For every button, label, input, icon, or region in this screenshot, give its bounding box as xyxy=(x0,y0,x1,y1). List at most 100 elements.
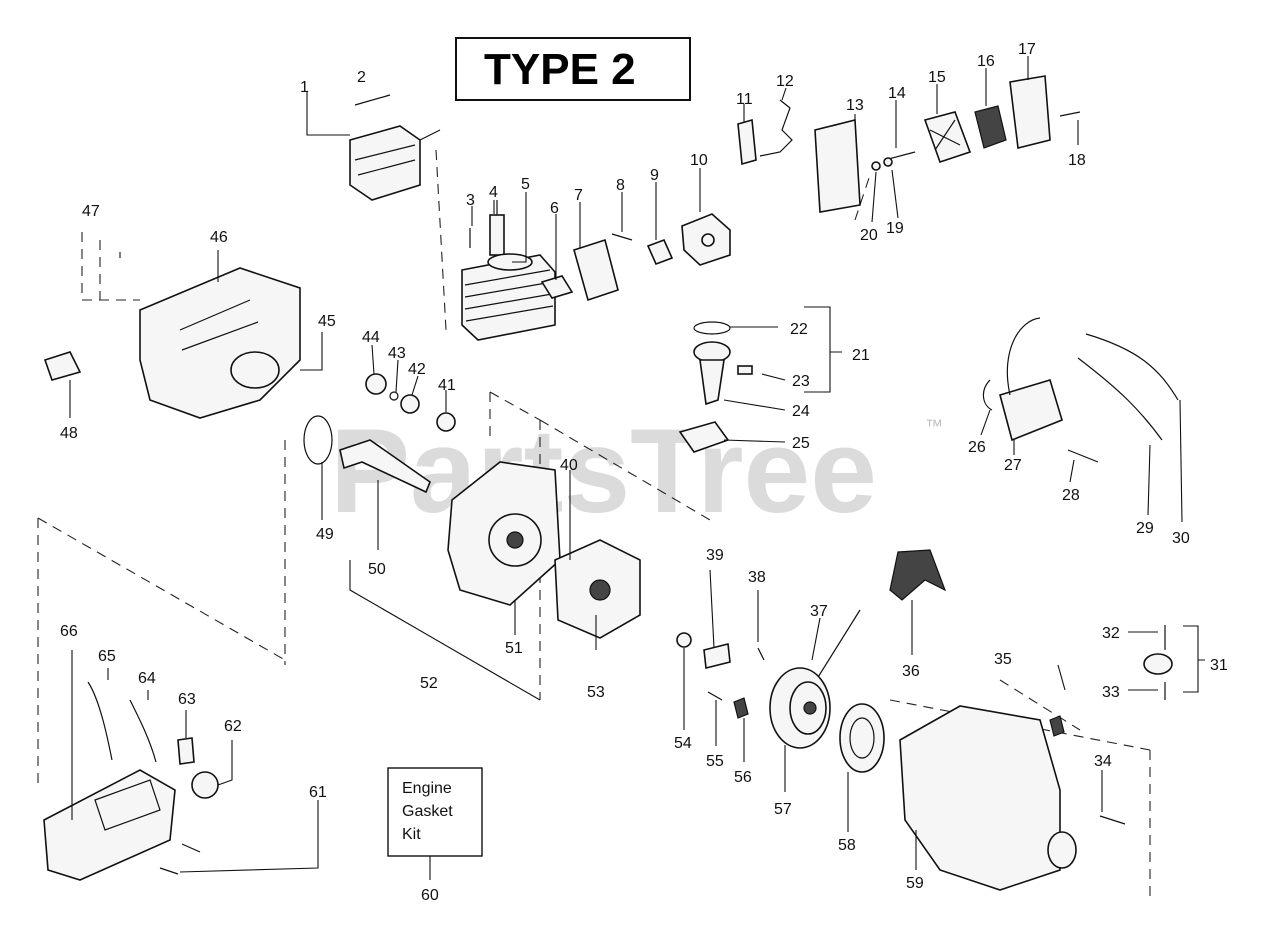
part-29-wire xyxy=(1077,357,1163,441)
part-53-crankcase-half xyxy=(554,539,641,639)
callout-22: 22 xyxy=(790,321,808,338)
part-57-pulley xyxy=(769,667,831,749)
callout-37: 37 xyxy=(810,603,828,620)
part-31-plug xyxy=(1143,653,1173,675)
callout-35: 35 xyxy=(994,651,1012,668)
part-43-ring xyxy=(389,391,399,401)
callout-8: 8 xyxy=(616,177,625,194)
callout-41: 41 xyxy=(438,377,456,394)
part-44-seal xyxy=(365,373,387,395)
callout-25: 25 xyxy=(792,435,810,452)
callout-36: 36 xyxy=(902,663,920,680)
kit-line-1: Engine xyxy=(402,780,452,797)
part-17-air-filter-cover xyxy=(1009,75,1051,149)
part-34-screw xyxy=(1099,815,1126,825)
part-36-starter-handle xyxy=(889,549,947,601)
part-59-starter-housing xyxy=(899,705,1077,891)
callout-46: 46 xyxy=(210,229,228,246)
callout-58: 58 xyxy=(838,837,856,854)
callout-43: 43 xyxy=(388,345,406,362)
callout-14: 14 xyxy=(888,85,906,102)
part-26-clip xyxy=(982,379,993,411)
callout-17: 17 xyxy=(1018,41,1036,58)
part-61-screw-b xyxy=(181,843,201,853)
callout-31: 31 xyxy=(1210,657,1228,674)
part-62-nut xyxy=(191,771,219,799)
part-5-cylinder xyxy=(461,253,556,341)
part-12-lever xyxy=(759,99,793,157)
part-9-spacer xyxy=(646,238,674,266)
part-13-bracket xyxy=(814,118,861,213)
callout-40: 40 xyxy=(560,457,578,474)
part-48-grommet xyxy=(43,351,82,381)
part-35-spring xyxy=(1049,715,1065,737)
kit-line-3: Kit xyxy=(402,826,421,843)
callout-44: 44 xyxy=(362,329,380,346)
part-20-washer xyxy=(871,161,881,171)
callout-50: 50 xyxy=(368,561,386,578)
part-65-gasket xyxy=(87,681,113,761)
callout-45: 45 xyxy=(318,313,336,330)
callout-47: 47 xyxy=(82,203,100,220)
watermark: PartsTree xyxy=(330,404,877,538)
part-11-plate xyxy=(737,118,757,166)
callout-52: 52 xyxy=(420,675,438,692)
callout-62: 62 xyxy=(224,718,242,735)
part-18-screw xyxy=(1059,111,1081,117)
callout-20: 20 xyxy=(860,227,878,244)
part-45-engine-shroud xyxy=(139,267,301,419)
part-27-ignition-module xyxy=(999,317,1063,442)
callout-19: 19 xyxy=(886,220,904,237)
diagram-title: TYPE 2 xyxy=(484,45,636,94)
part-55-screw xyxy=(707,691,723,701)
part-42-bearing xyxy=(400,394,420,414)
callout-28: 28 xyxy=(1062,487,1080,504)
part-23-piston-pin xyxy=(737,365,753,375)
callout-9: 9 xyxy=(650,167,659,184)
part-51-crankcase xyxy=(447,461,561,606)
callout-3: 3 xyxy=(466,192,475,209)
callout-64: 64 xyxy=(138,670,156,687)
part-16-filter xyxy=(974,105,1007,149)
part-41-seal xyxy=(436,412,456,432)
callout-61: 61 xyxy=(309,784,327,801)
part-61-screw xyxy=(159,867,179,875)
part-30-wire xyxy=(1085,333,1179,401)
part-8-screw xyxy=(611,233,633,241)
callout-59: 59 xyxy=(906,875,924,892)
callout-66: 66 xyxy=(60,623,78,640)
callout-1: 1 xyxy=(300,79,309,96)
title-box xyxy=(455,37,691,101)
leader-lines xyxy=(69,56,1205,880)
kit-line-2: Gasket xyxy=(402,803,453,820)
part-63-fitting xyxy=(177,737,195,765)
callout-32: 32 xyxy=(1102,625,1120,642)
callout-12: 12 xyxy=(776,73,794,90)
part-1-cylinder-cover xyxy=(349,125,421,201)
engine-gasket-kit-box: Engine Gasket Kit 60 xyxy=(387,767,483,904)
callout-23: 23 xyxy=(792,373,810,390)
callout-29: 29 xyxy=(1136,520,1154,537)
part-22-piston-ring xyxy=(693,321,731,335)
callout-53: 53 xyxy=(587,684,605,701)
callout-51: 51 xyxy=(505,640,523,657)
watermark-trademark: ™ xyxy=(925,416,943,436)
callout-56: 56 xyxy=(734,769,752,786)
part-38-screw xyxy=(757,647,765,661)
callout-42: 42 xyxy=(408,361,426,378)
callout-26: 26 xyxy=(968,439,986,456)
part-19-washer xyxy=(883,157,893,167)
callout-10: 10 xyxy=(690,152,708,169)
callout-21: 21 xyxy=(852,347,870,364)
part-28-screw xyxy=(1067,449,1099,463)
part-10-carburetor xyxy=(681,213,731,266)
callout-7: 7 xyxy=(574,187,583,204)
callout-18: 18 xyxy=(1068,152,1086,169)
part-15-screen xyxy=(923,111,972,164)
callout-48: 48 xyxy=(60,425,78,442)
part-39-shoulder-bolt xyxy=(703,643,731,669)
callout-34: 34 xyxy=(1094,753,1112,770)
part-7-insulator xyxy=(573,238,619,302)
callout-11: 11 xyxy=(736,91,753,108)
